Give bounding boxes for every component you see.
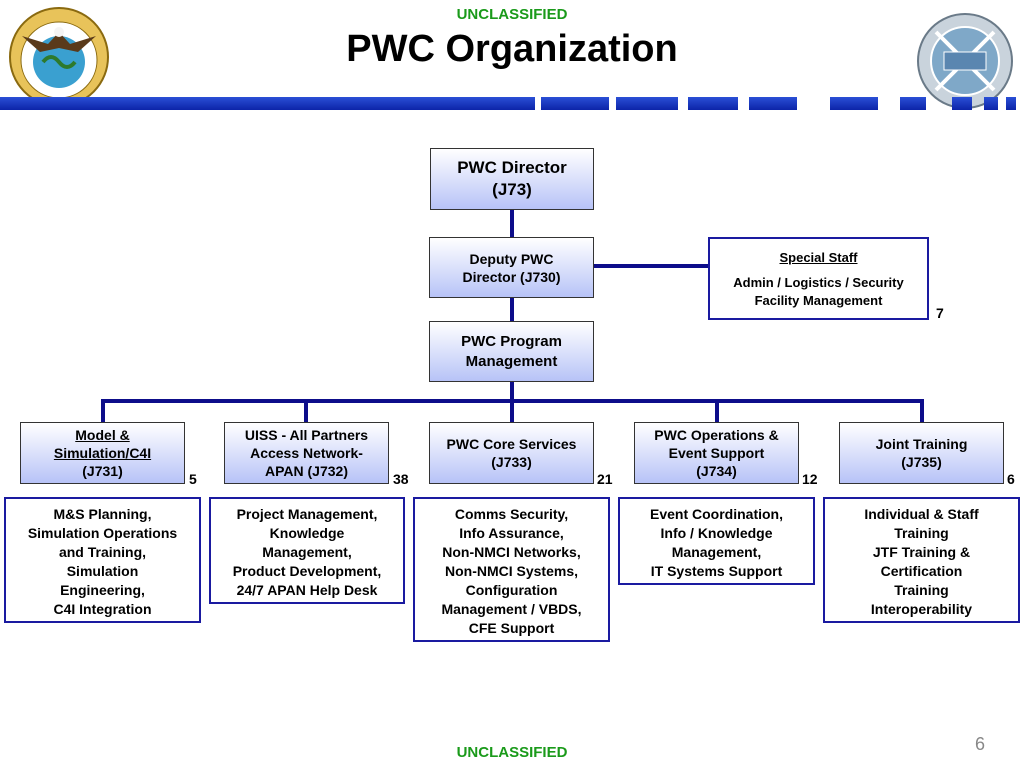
division-count-j732: 38 [393, 471, 409, 487]
pacific-warfighting-center-seal-icon [916, 12, 1014, 110]
duty-line: Non-NMCI Systems, [444, 563, 579, 579]
director-title: PWC Director [457, 158, 567, 177]
duty-line: Individual & Staff [864, 506, 979, 522]
division-line: Joint Training [875, 436, 968, 452]
program-management-line: Management [465, 352, 558, 370]
division-line: PWC Core Services [446, 436, 577, 452]
duty-line: Certification [880, 563, 963, 579]
division-line: UISS - All Partners [244, 427, 369, 443]
connector-deputy-program [510, 298, 514, 321]
header-stripe-segment [749, 97, 797, 110]
page-number: 6 [974, 734, 985, 754]
duty-line: Simulation [66, 563, 139, 579]
header-stripe-segment [830, 97, 878, 110]
header-stripe-segment [688, 97, 738, 110]
duty-line: M&S Planning, [53, 506, 152, 522]
connector-bus-j733 [510, 399, 514, 422]
header-stripe-segment [900, 97, 926, 110]
duty-line: Product Development, [232, 563, 382, 579]
duty-line: CFE Support [468, 620, 555, 636]
connector-bus-j734 [715, 399, 719, 422]
division-count-j734: 12 [802, 471, 818, 487]
special-staff-line: Admin / Logistics / Security [733, 275, 904, 290]
duty-line: Management / VBDS, [441, 601, 582, 617]
classification-banner-bottom: UNCLASSIFIED [456, 744, 568, 761]
special-staff-count: 7 [936, 305, 944, 321]
pacific-command-eagle-seal-icon [8, 6, 110, 108]
header-stripe-segment [984, 97, 998, 110]
duty-line: 24/7 APAN Help Desk [236, 582, 378, 598]
header-stripe [0, 97, 535, 110]
special-staff-heading: Special Staff [779, 250, 858, 265]
division-line: (J734) [696, 463, 737, 479]
division-line: PWC Operations & [654, 427, 779, 443]
header-stripe-segment [952, 97, 972, 110]
duty-line: Management, [671, 544, 762, 560]
program-management-line: PWC Program [461, 332, 562, 350]
duty-line: Management, [262, 544, 352, 560]
connector-program-bus [510, 382, 514, 400]
division-line: APAN (J732) [265, 463, 348, 479]
division-box-j734: PWC Operations & Event Support (J734) [634, 422, 799, 484]
duty-line: JTF Training & [872, 544, 971, 560]
duty-line: Info Assurance, [459, 525, 564, 541]
division-count-j733: 21 [597, 471, 613, 487]
program-management-box: PWC Program Management [429, 321, 594, 382]
duty-line: C4I Integration [53, 601, 152, 617]
classification-banner-top: UNCLASSIFIED [456, 6, 568, 23]
header-stripe-segment [1006, 97, 1016, 110]
duties-box-j735: Individual & Staff Training JTF Training… [823, 497, 1020, 623]
header-stripe-segment [616, 97, 678, 110]
deputy-title: Deputy PWC [469, 250, 554, 267]
special-staff-line: Facility Management [754, 293, 883, 308]
duties-box-j733: Comms Security, Info Assurance, Non-NMCI… [413, 497, 610, 642]
connector-bus-j731 [101, 399, 105, 422]
duty-line: Configuration [465, 582, 558, 598]
special-staff-box: Special Staff Admin / Logistics / Securi… [708, 237, 929, 320]
header-stripe-segment [541, 97, 609, 110]
duty-line: IT Systems Support [650, 563, 783, 579]
duty-line: Interoperability [870, 601, 973, 617]
division-line: Simulation/C4I [53, 445, 152, 461]
duties-box-j731: M&S Planning, Simulation Operations and … [4, 497, 201, 623]
duty-line: Event Coordination, [650, 506, 783, 522]
division-line: Access Network- [250, 445, 363, 461]
division-box-j732: UISS - All Partners Access Network- APAN… [224, 422, 389, 484]
deputy-code: Director (J730) [462, 268, 561, 285]
duty-line: Training [894, 582, 949, 598]
duties-box-j732: Project Management, Knowledge Management… [209, 497, 405, 604]
connector-bus-j732 [304, 399, 308, 422]
duty-line: Project Management, [236, 506, 378, 522]
division-line: (J731) [82, 463, 123, 479]
duty-line: Simulation Operations [27, 525, 178, 541]
director-code: (J73) [492, 180, 532, 199]
duty-line: Training [894, 525, 949, 541]
duties-box-j734: Event Coordination, Info / Knowledge Man… [618, 497, 815, 585]
director-box: PWC Director (J73) [430, 148, 594, 210]
duty-line: Comms Security, [454, 506, 569, 522]
division-count-j735: 6 [1007, 471, 1015, 487]
division-line: (J733) [491, 454, 532, 470]
duty-line: Non-NMCI Networks, [442, 544, 581, 560]
division-line: (J735) [901, 454, 942, 470]
duty-line: Engineering, [60, 582, 145, 598]
division-box-j731: Model & Simulation/C4I (J731) [20, 422, 185, 484]
deputy-director-box: Deputy PWC Director (J730) [429, 237, 594, 298]
connector-bus-j735 [920, 399, 924, 422]
division-box-j733: PWC Core Services (J733) [429, 422, 594, 484]
page-title: PWC Organization [346, 28, 678, 70]
duty-line: Knowledge [269, 525, 345, 541]
division-count-j731: 5 [189, 471, 197, 487]
division-box-j735: Joint Training (J735) [839, 422, 1004, 484]
division-line: Model & [75, 427, 130, 443]
connector-deputy-special-staff [593, 264, 709, 268]
division-line: Event Support [668, 445, 765, 461]
duty-line: and Training, [58, 544, 147, 560]
duty-line: Info / Knowledge [660, 525, 773, 541]
connector-director-deputy [510, 210, 514, 237]
